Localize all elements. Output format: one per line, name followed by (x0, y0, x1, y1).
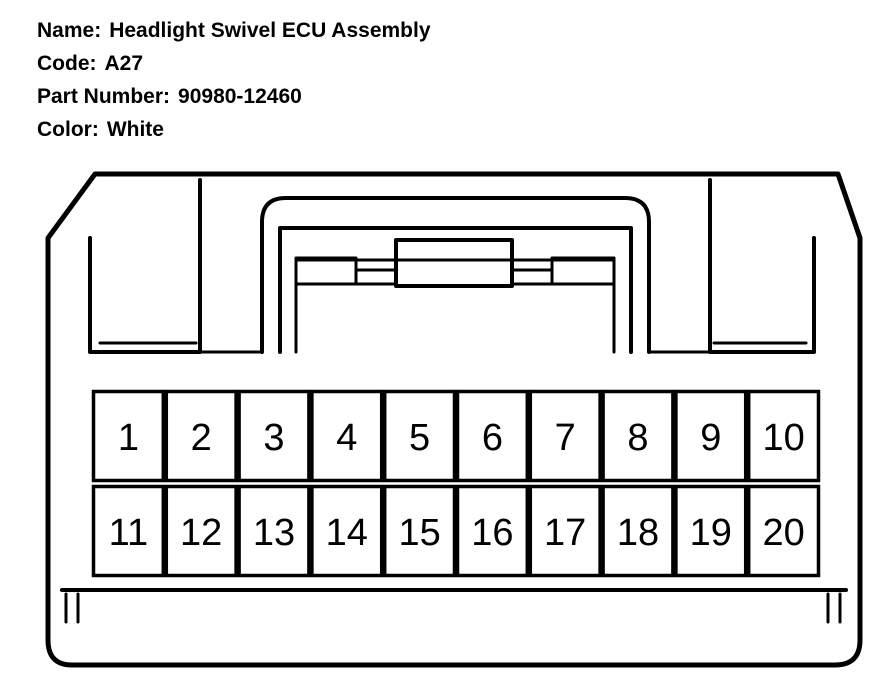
pin-cavity (382, 389, 457, 483)
locking-latch-outer (260, 196, 651, 354)
pin-cavity (310, 389, 384, 483)
connector-housing-outline (45, 171, 863, 668)
pin-cavity (455, 484, 530, 578)
color-line: Color: White (37, 113, 431, 146)
pin-number: 8 (627, 417, 648, 459)
pin-number: 1 (118, 417, 139, 459)
pin-cavity (674, 389, 748, 483)
pin-cavity (237, 389, 311, 483)
connector-info: Name: Headlight Swivel ECU Assembly Code:… (37, 14, 431, 146)
latch-center-block (394, 238, 514, 288)
left-shoulder (88, 178, 202, 354)
right-shoulder (708, 178, 816, 354)
pin-number: 11 (109, 512, 148, 554)
code-line: Code: A27 (37, 47, 431, 80)
locking-latch-inner (278, 226, 633, 354)
part-number-label: Part Number: (37, 85, 171, 108)
pin-number: 12 (180, 512, 222, 554)
latch-channel (294, 258, 616, 354)
pin-cavity (382, 484, 457, 578)
pin-cavity (528, 389, 602, 483)
pin-number: 20 (762, 512, 804, 554)
pin-number: 10 (762, 417, 804, 459)
pin-number: 16 (471, 512, 513, 554)
pin-number: 19 (690, 512, 732, 554)
name-label: Name: (37, 19, 102, 42)
pin-number: 2 (191, 417, 212, 459)
pin-cavity (310, 484, 384, 578)
code-label: Code: (37, 52, 97, 75)
pin-cavity (746, 389, 821, 483)
part-number-line: Part Number: 90980-12460 (37, 80, 431, 113)
pin-number: 4 (336, 417, 357, 459)
color-value: White (106, 118, 164, 141)
part-number-value: 90980-12460 (178, 85, 302, 108)
pin-number: 5 (409, 417, 430, 459)
pin-cavity (746, 484, 821, 578)
pin-number: 7 (555, 417, 576, 459)
pin-cavity (528, 484, 602, 578)
name-line: Name: Headlight Swivel ECU Assembly (37, 14, 431, 47)
pin-number: 14 (326, 512, 368, 554)
pin-number: 3 (263, 417, 284, 459)
color-label: Color: (37, 118, 99, 141)
pin-number: 17 (544, 512, 586, 554)
pin-cavity (601, 484, 675, 578)
pin-cavity (237, 484, 311, 578)
code-value: A27 (104, 52, 144, 75)
pin-number: 18 (617, 512, 659, 554)
pin-number: 15 (398, 512, 440, 554)
name-value: Headlight Swivel ECU Assembly (109, 19, 431, 42)
pin-number: 13 (253, 512, 295, 554)
pin-number: 9 (700, 417, 721, 459)
pin-cavity (674, 484, 748, 578)
pin-cavity (91, 484, 166, 578)
pin-cavity (91, 389, 166, 483)
pin-cavity (601, 389, 675, 483)
pin-number: 6 (482, 417, 503, 459)
pin-cavity (164, 484, 238, 578)
pin-cavity (455, 389, 530, 483)
pin-cavity (164, 389, 238, 483)
latch-tab-left (294, 256, 358, 286)
latch-tab-right (550, 256, 616, 286)
